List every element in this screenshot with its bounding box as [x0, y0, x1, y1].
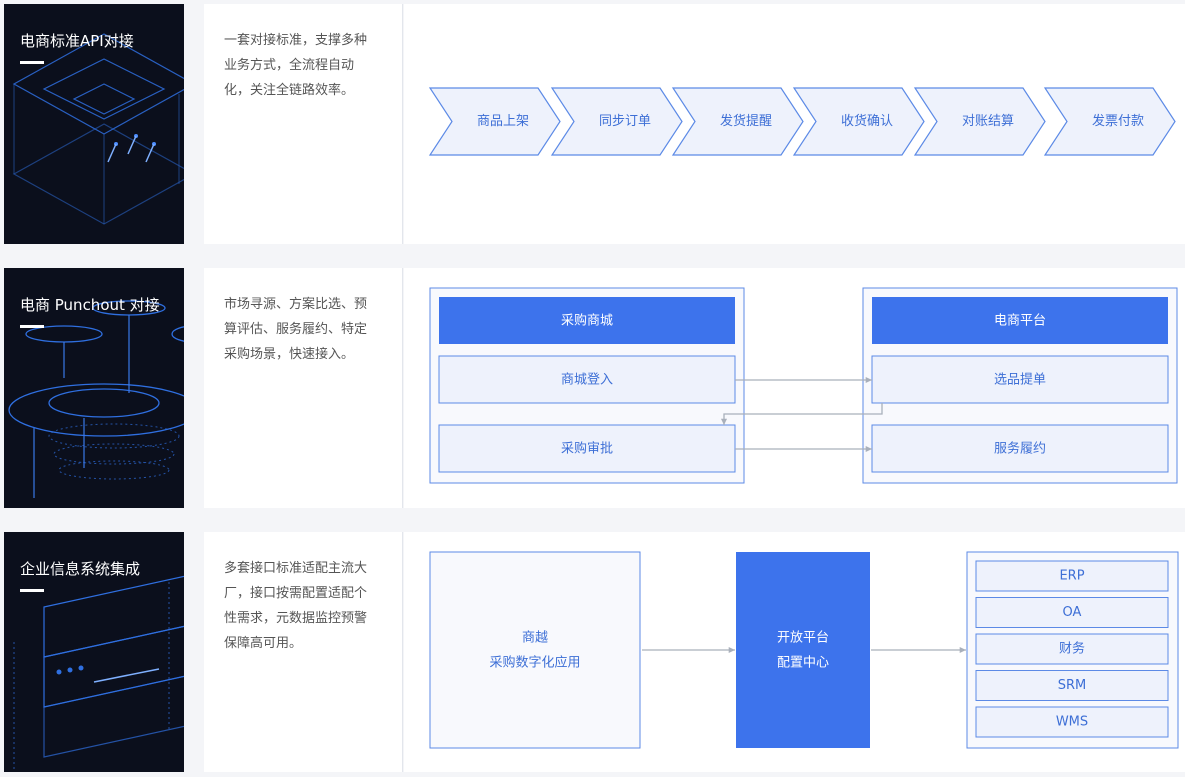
target-item	[975, 670, 1169, 701]
target-item-label: ERP	[1059, 569, 1084, 584]
section-api: 电商标准API对接 一套对接标准，支撑多种业务方式，全流程自动化，关注全链路效率…	[0, 4, 1185, 244]
panel-item-label: 选品提单	[994, 372, 1046, 388]
section-description: 一套对接标准，支撑多种业务方式，全流程自动化，关注全链路效率。	[224, 33, 368, 98]
panel-item	[438, 424, 736, 473]
flow-step-chevron	[1043, 87, 1176, 156]
section-title: 电商 Punchout 对接	[20, 296, 160, 314]
network-illustration-icon	[12, 33, 184, 225]
panel-item	[871, 355, 1169, 404]
hub-label: 开放平台	[777, 631, 829, 646]
section-image-punchout: 电商 Punchout 对接	[4, 268, 184, 508]
section-image-integration: 企业信息系统集成	[4, 532, 184, 772]
arrow-source-to-hub-head	[728, 646, 735, 654]
target-item	[975, 706, 1169, 738]
arrow-login-to-select-head	[865, 376, 872, 384]
source-label: 商越	[522, 631, 548, 646]
flow-step-chevron	[792, 87, 925, 156]
flow-step-label: 同步订单	[599, 114, 651, 129]
arrow-select-to-approve	[723, 403, 883, 425]
description-panel: 多套接口标准适配主流大厂，接口按需配置适配个性需求，元数据监控预警保障高可用。	[204, 532, 403, 772]
section-description: 市场寻源、方案比选、预算评估、服务履约、特定采购场景，快速接入。	[224, 297, 368, 362]
hub-box	[736, 552, 870, 748]
flow-step-label: 对账结算	[962, 114, 1014, 129]
arrow-select-to-approve-head	[720, 418, 728, 425]
api-flow-diagram: 商品上架 同步订单 发货提醒 收货确认 对账结算 发票付款	[404, 4, 1185, 244]
title-underline	[20, 325, 44, 328]
flow-step-chevron	[913, 87, 1046, 156]
flow-step-chevron	[550, 87, 683, 156]
flow-step-label: 收货确认	[841, 113, 893, 129]
target-item-label: SRM	[1058, 678, 1087, 693]
target-item-label: OA	[1063, 605, 1082, 620]
section-integration: 企业信息系统集成 多套接口标准适配主流大厂，接口按需配置适配个性需求，元数据监控…	[0, 532, 1185, 772]
panel-header-label: 电商平台	[994, 314, 1046, 329]
panel-header	[872, 297, 1168, 344]
description-panel: 市场寻源、方案比选、预算评估、服务履约、特定采购场景，快速接入。	[204, 268, 403, 508]
flow-step-chevron	[671, 87, 804, 156]
hub-label: 配置中心	[777, 656, 829, 671]
panel-item	[438, 355, 736, 404]
section-title: 电商标准API对接	[20, 32, 134, 50]
section-image-api: 电商标准API对接	[4, 4, 184, 244]
target-item	[975, 633, 1169, 665]
panel-item-label: 服务履约	[994, 441, 1046, 457]
flow-step-label: 发票付款	[1092, 113, 1144, 129]
target-item	[975, 597, 1169, 628]
server-stack-illustration-icon	[13, 575, 184, 772]
title-underline	[20, 589, 44, 592]
panel-item-label: 商城登入	[561, 373, 613, 388]
target-item-label: WMS	[1056, 715, 1088, 730]
panel-item-label: 采购审批	[561, 441, 613, 457]
description-panel: 一套对接标准，支撑多种业务方式，全流程自动化，关注全链路效率。	[204, 4, 403, 244]
section-punchout: 电商 Punchout 对接 市场寻源、方案比选、预算评估、服务履约、特定采购场…	[0, 268, 1185, 508]
rings-illustration-icon	[8, 300, 184, 498]
panel-header-label: 采购商城	[561, 313, 613, 329]
section-title: 企业信息系统集成	[20, 560, 141, 578]
arrow-approve-to-service-head	[865, 445, 872, 453]
target-item	[975, 560, 1169, 592]
integration-diagram: 商越采购数字化应用 开放平台配置中心 ERP OA 财务 SRM WMS	[404, 532, 1185, 772]
section-description: 多套接口标准适配主流大厂，接口按需配置适配个性需求，元数据监控预警保障高可用。	[224, 561, 368, 651]
flow-step-label: 商品上架	[477, 114, 529, 129]
source-label: 采购数字化应用	[489, 655, 580, 671]
flow-step-label: 发货提醒	[720, 113, 772, 129]
flow-step-chevron	[428, 87, 561, 156]
source-box	[429, 551, 641, 749]
panel-header	[439, 297, 735, 344]
panel-item	[871, 424, 1169, 473]
arrow-hub-to-targets-head	[959, 646, 966, 654]
title-underline	[20, 61, 44, 64]
target-item-label: 财务	[1059, 641, 1085, 657]
punchout-diagram: 采购商城商城登入采购审批 电商平台选品提单服务履约	[404, 268, 1185, 508]
